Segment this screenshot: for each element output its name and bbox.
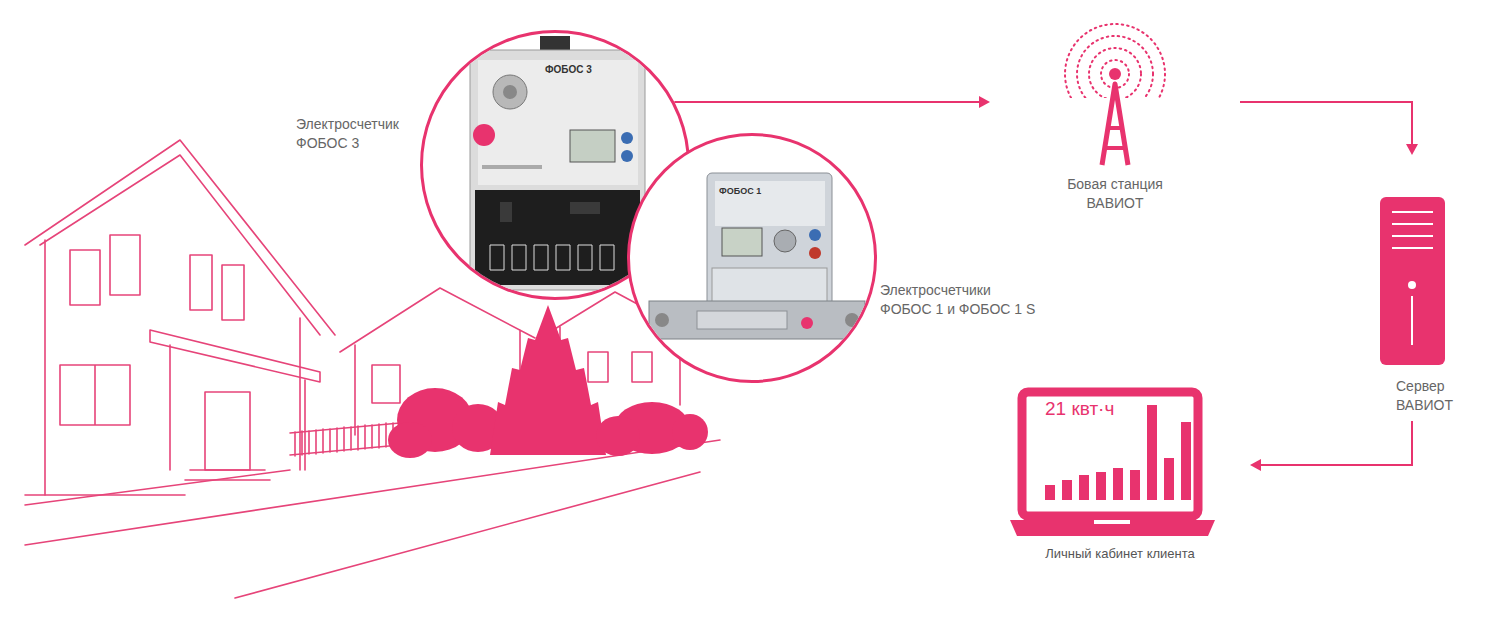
laptop-icon xyxy=(1094,520,1130,524)
houses-illustration xyxy=(60,365,130,425)
meter-circle-outline xyxy=(629,135,876,382)
meter-photo xyxy=(707,173,832,313)
meter-photo xyxy=(490,245,614,270)
houses-illustration xyxy=(295,423,393,456)
houses-illustration xyxy=(190,255,244,320)
arrow-head xyxy=(1406,144,1418,155)
trees-and-bushes xyxy=(596,416,640,456)
meter-circle: Электросчетчик ФОБОС 3ФОБОС 3 xyxy=(420,30,690,300)
laptop-icon xyxy=(1010,520,1215,536)
arrow-line xyxy=(1261,421,1412,465)
meter-photo xyxy=(473,124,495,146)
base-station: Бовая станция ВАВИОТ xyxy=(990,35,1240,220)
meter-label: Электросчетчики ФОБОС 1 и ФОБОС 1 S xyxy=(880,281,1038,319)
bar-chart xyxy=(1181,422,1191,500)
bar-chart xyxy=(1079,475,1089,500)
server-icon xyxy=(1380,197,1445,365)
bar-chart xyxy=(1130,470,1140,500)
meter-photo xyxy=(621,132,633,144)
arrow-line xyxy=(674,101,979,103)
flow-arrow xyxy=(1240,102,1418,155)
trees-and-bushes xyxy=(388,422,432,458)
meter-photo xyxy=(722,228,762,256)
arrow-head xyxy=(979,96,990,108)
base-station-icon xyxy=(1102,84,1128,165)
laptop-icon xyxy=(1010,392,1215,536)
meter-circle: Электросчетчики ФОБОС 1 и ФОБОС 1 SФОБОС… xyxy=(627,133,877,383)
flow-arrow xyxy=(674,96,990,108)
meter-photo xyxy=(649,301,865,339)
meter-photo xyxy=(715,181,825,226)
meter-photo xyxy=(774,230,796,252)
server-icon xyxy=(1380,197,1445,365)
meter-photo xyxy=(621,150,633,162)
meter-circle-outline xyxy=(629,135,876,382)
base-station-icon xyxy=(1109,68,1121,80)
meter-photo xyxy=(478,60,638,185)
houses-illustration xyxy=(25,440,720,598)
houses-illustration xyxy=(150,330,320,382)
houses-illustration xyxy=(25,470,270,495)
houses-illustration xyxy=(40,155,320,335)
meter-photo xyxy=(697,311,787,329)
bar-chart xyxy=(1062,480,1072,500)
bar-chart xyxy=(1113,468,1123,500)
houses-illustration xyxy=(70,235,140,305)
meter-photo xyxy=(493,75,527,109)
meter-photo xyxy=(470,50,645,290)
meter-photo xyxy=(649,173,865,339)
arrow-line xyxy=(1240,102,1412,144)
meter-photo xyxy=(570,202,600,214)
arrow-head xyxy=(1250,459,1261,471)
bar-chart xyxy=(1096,472,1106,500)
meter-photo xyxy=(845,313,859,327)
laptop-caption: Личный кабинет клиента xyxy=(990,545,1250,562)
meter-photo xyxy=(809,229,821,241)
trees-and-bushes xyxy=(672,414,708,450)
server-icon xyxy=(1411,296,1413,345)
flow-arrow xyxy=(1250,421,1412,471)
houses-illustration xyxy=(205,392,250,470)
houses-illustration xyxy=(25,140,720,598)
station-label: Бовая станция ВАВИОТ xyxy=(1066,175,1164,213)
meter-photo xyxy=(801,317,813,329)
houses-illustration xyxy=(25,140,335,335)
server-icon xyxy=(1392,212,1433,248)
meter-photo xyxy=(809,247,821,259)
bar-chart xyxy=(1045,485,1055,500)
houses-illustration xyxy=(170,345,305,470)
meter-label: Электросчетчик ФОБОС 3 xyxy=(296,115,362,153)
bar-chart xyxy=(1045,405,1191,500)
laptop-icon xyxy=(1022,392,1198,516)
base-station-icon xyxy=(1105,128,1125,148)
meter-print: ФОБОС 1 xyxy=(719,185,761,197)
bar-chart xyxy=(1147,405,1157,500)
meter-photo xyxy=(570,130,615,162)
meter-photo xyxy=(475,190,640,285)
meter-print: ФОБОС 3 xyxy=(545,64,592,76)
energy-value: 21 квт·ч xyxy=(1045,398,1114,420)
server-label: Сервер ВАВИОТ xyxy=(1396,377,1428,415)
meter-photo xyxy=(655,313,669,327)
meter-photo xyxy=(500,202,512,222)
houses-illustration xyxy=(290,423,400,455)
meter-photo xyxy=(503,85,517,99)
laptop: 21 квт·чЛичный кабинет клиента xyxy=(990,385,1250,575)
meter-photo xyxy=(470,36,645,290)
meter-photo xyxy=(482,165,542,169)
server-icon xyxy=(1408,281,1416,289)
trees-and-bushes xyxy=(490,305,606,455)
bar-chart xyxy=(1164,458,1174,500)
base-station-icon xyxy=(1065,24,1165,165)
server: Сервер ВАВИОТ xyxy=(1355,155,1470,421)
